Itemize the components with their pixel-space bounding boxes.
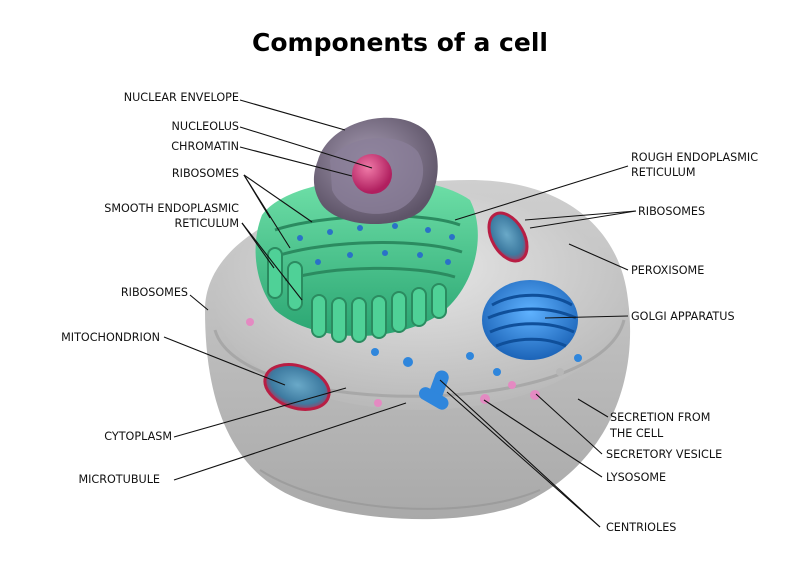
centrioles-shape xyxy=(419,370,449,410)
nucleolus-shape xyxy=(352,154,392,194)
page-title: Components of a cell xyxy=(252,28,548,57)
label-secretion-line1: SECRETION FROM xyxy=(610,411,711,424)
label-rough-er-line2: RETICULUM xyxy=(631,166,696,179)
label-nuclear-envelope: NUCLEAR ENVELOPE xyxy=(123,91,239,104)
label-centrioles: CENTRIOLES xyxy=(606,521,677,534)
nucleus xyxy=(313,117,438,225)
label-secretory-vesicle: SECRETORY VESICLE xyxy=(606,448,723,461)
label-ribosomes-left: RIBOSOMES xyxy=(120,286,188,299)
label-smooth-er-line2: RETICULUM xyxy=(174,217,240,230)
label-smooth-er-line1: SMOOTH ENDOPLASMIC xyxy=(104,202,239,215)
label-nucleolus: NUCLEOLUS xyxy=(171,120,239,133)
label-microtubule: MICROTUBULE xyxy=(78,473,160,486)
endoplasmic-reticulum xyxy=(255,178,478,343)
label-cytoplasm: CYTOPLASM xyxy=(104,430,172,443)
vesicles xyxy=(246,318,584,407)
label-golgi-apparatus: GOLGI APPARATUS xyxy=(631,310,735,323)
label-mitochondrion: MITOCHONDRION xyxy=(61,331,160,344)
label-rough-er-line1: ROUGH ENDOPLASMIC xyxy=(631,151,759,164)
label-lysosome: LYSOSOME xyxy=(606,471,667,484)
golgi-apparatus-shape xyxy=(482,280,578,360)
label-ribosomes-upper-left: RIBOSOMES xyxy=(171,167,239,180)
mitochondrion-right xyxy=(487,211,529,263)
label-peroxisome: PEROXISOME xyxy=(631,264,705,277)
label-ribosomes-right: RIBOSOMES xyxy=(638,205,706,218)
label-chromatin: CHROMATIN xyxy=(171,140,239,153)
label-secretion-line2: THE CELL xyxy=(610,427,664,440)
leader-lines xyxy=(163,99,637,528)
